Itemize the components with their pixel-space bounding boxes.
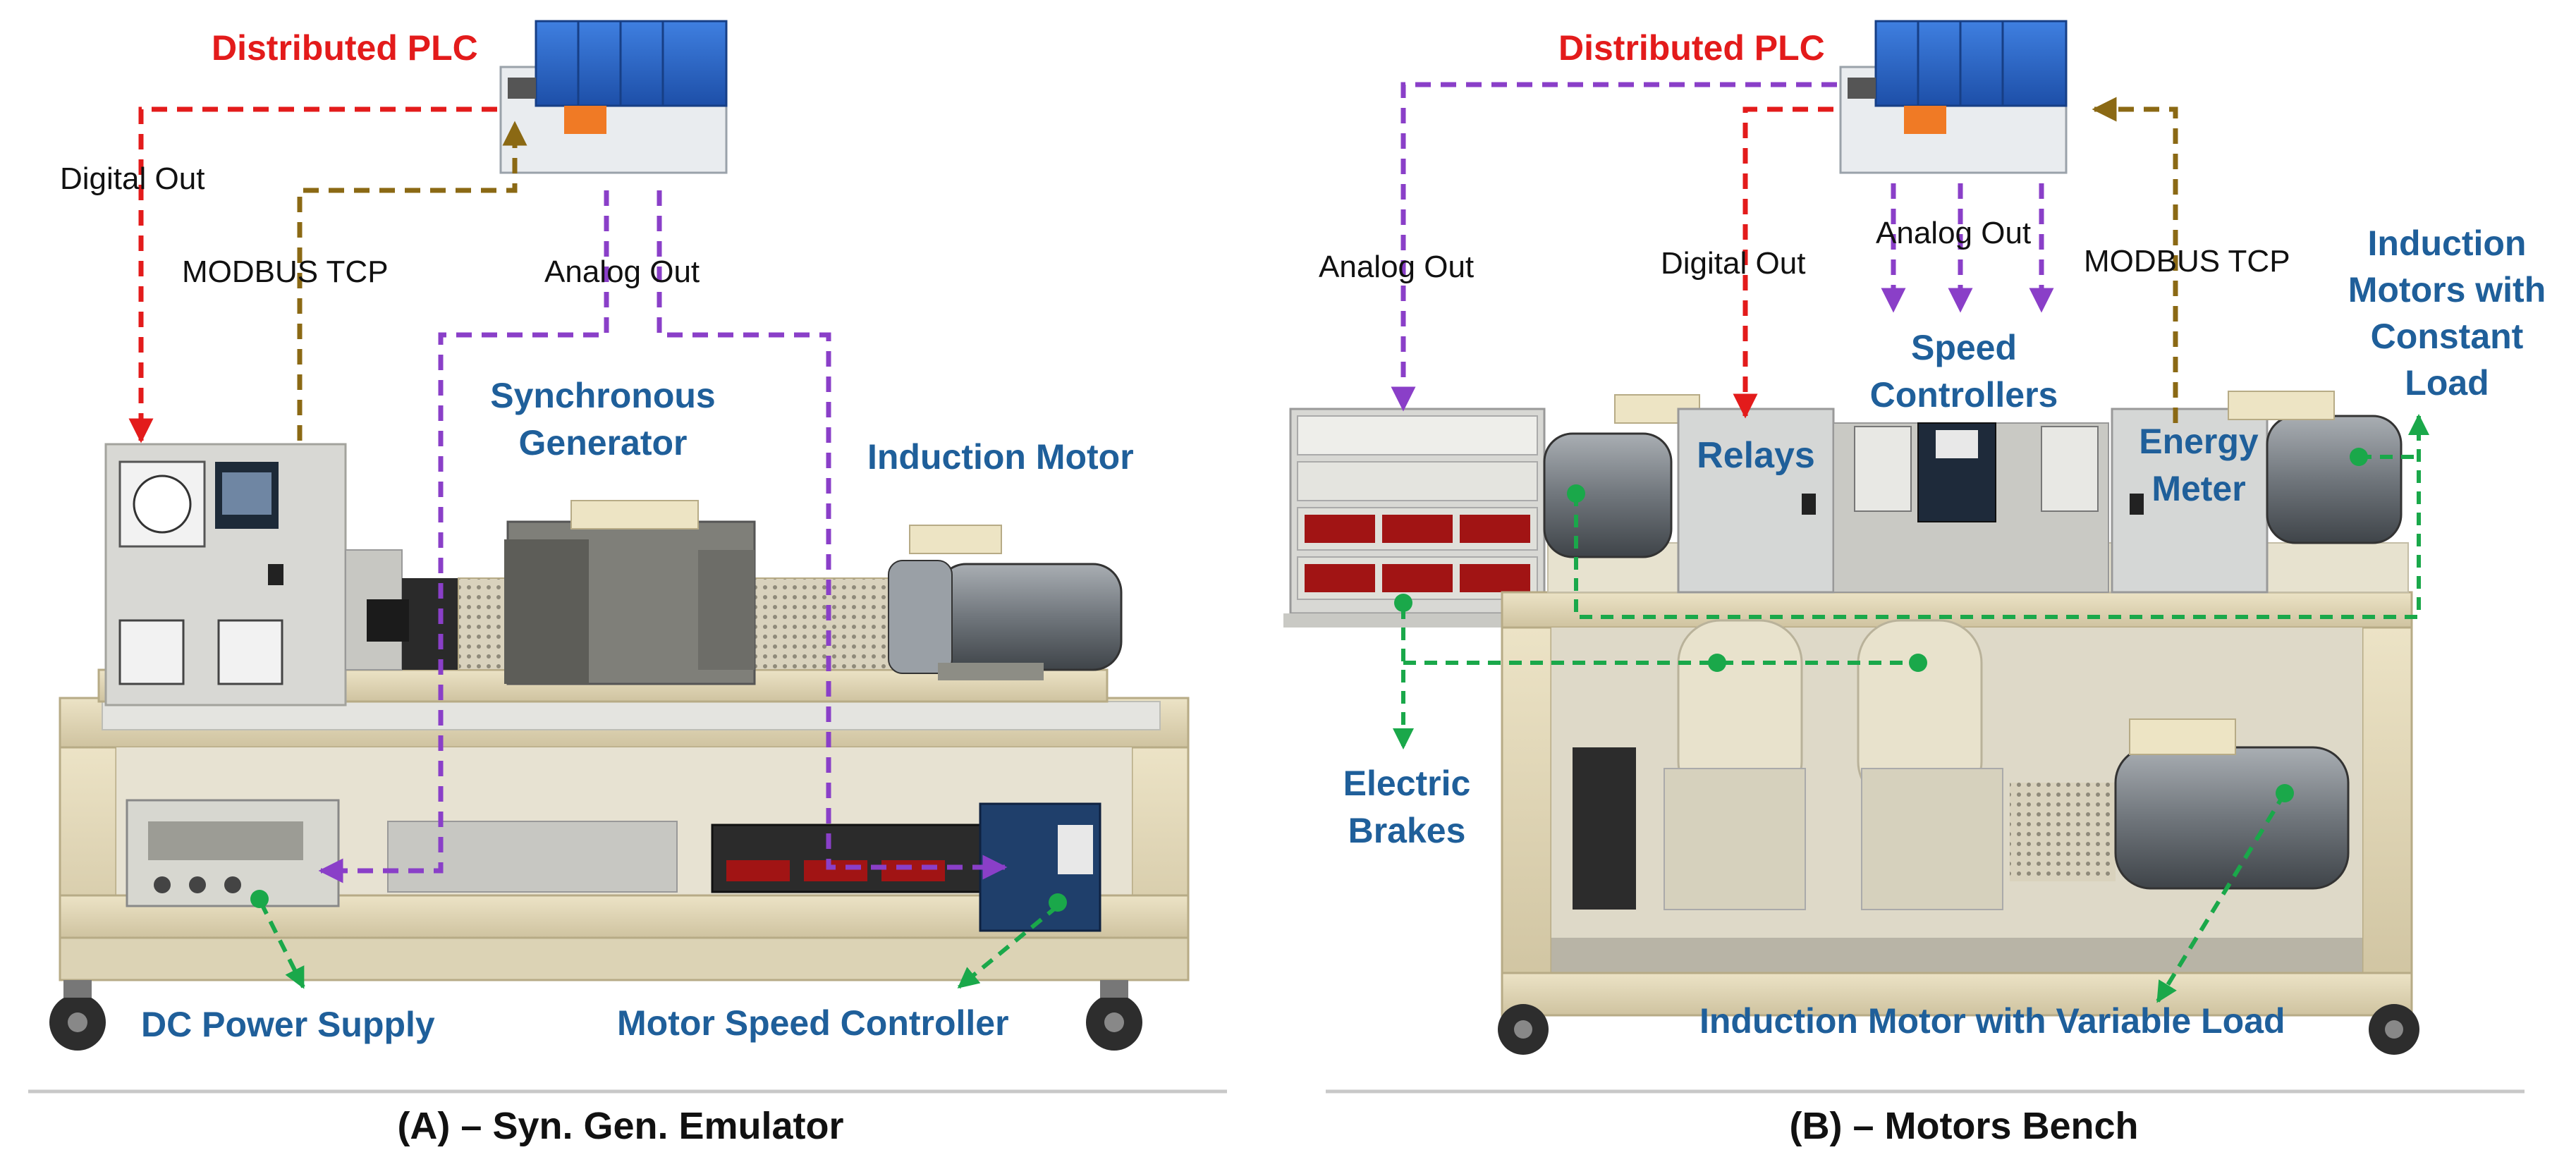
panel-b-highlights bbox=[1393, 414, 2429, 1003]
b-speed-ctrl-line-1: Speed bbox=[1911, 328, 2017, 367]
panel-b-labels: Distributed PLC Analog Out Digital Out A… bbox=[1319, 28, 2546, 1147]
b-modbus-label: MODBUS TCP bbox=[2084, 244, 2290, 279]
a-induction-motor-label: Induction Motor bbox=[867, 437, 1134, 477]
panel-b-connections bbox=[1391, 82, 2178, 423]
panel-a-labels: Distributed PLC Digital Out MODBUS TCP A… bbox=[60, 28, 1134, 1147]
b-constant-load-line-2: Motors with bbox=[2348, 270, 2546, 310]
a-speed-controller-label: Motor Speed Controller bbox=[617, 1003, 1009, 1043]
a-sync-gen-line-2: Generator bbox=[519, 423, 688, 463]
plc-b-device bbox=[1839, 20, 2068, 174]
panel-a-highlights bbox=[259, 901, 1059, 989]
a-plc-label: Distributed PLC bbox=[212, 28, 478, 68]
b-speed-ctrl-line-2: Controllers bbox=[1870, 375, 2058, 415]
a-digital-line bbox=[128, 106, 497, 443]
b-constant-load-line-1: Induction bbox=[2368, 224, 2527, 263]
b-brakes-line-2: Brakes bbox=[1348, 811, 1466, 850]
brake-1-marker-dot bbox=[1708, 654, 1726, 672]
b-relays-label: Relays bbox=[1697, 435, 1815, 476]
b-digital-line bbox=[1733, 106, 1833, 419]
dc-supply-marker-dot bbox=[250, 890, 269, 908]
b-constant-load-line-4: Load bbox=[2405, 363, 2489, 403]
b-variable-load-label: Induction Motor with Variable Load bbox=[1699, 1001, 2285, 1041]
a-digital-out-label: Digital Out bbox=[60, 161, 205, 196]
a-dc-power-label: DC Power Supply bbox=[141, 1005, 435, 1044]
b-analog-out-left-label: Analog Out bbox=[1319, 250, 1474, 284]
speed-controller-marker-dot bbox=[1049, 893, 1067, 912]
panel-a-photo bbox=[49, 443, 1190, 1051]
a-analog-line-2 bbox=[657, 190, 1008, 880]
brake-2-marker-dot bbox=[1909, 654, 1927, 672]
b-energy-meter-line-1: Energy bbox=[2139, 422, 2259, 461]
a-analog-line-1 bbox=[318, 190, 609, 883]
a-caption: (A) – Syn. Gen. Emulator bbox=[397, 1105, 843, 1147]
panel-a-connections bbox=[128, 106, 1008, 883]
b-modbus-line bbox=[2092, 97, 2178, 423]
b-constant-load-line-3: Constant bbox=[2371, 317, 2524, 356]
plc-a-device bbox=[499, 20, 728, 174]
left-motor-marker-dot bbox=[1567, 484, 1585, 503]
variable-motor-marker-dot bbox=[2276, 784, 2294, 802]
b-brakes-line-1: Electric bbox=[1343, 764, 1471, 803]
right-motor-marker-dot bbox=[2350, 448, 2368, 466]
b-digital-out-label: Digital Out bbox=[1661, 246, 1805, 281]
a-modbus-label: MODBUS TCP bbox=[182, 255, 389, 289]
panel-b-photo bbox=[1283, 391, 2419, 1055]
a-sync-gen-line-1: Synchronous bbox=[490, 376, 715, 415]
a-modbus-line bbox=[297, 121, 527, 441]
b-plc-label: Distributed PLC bbox=[1558, 28, 1825, 68]
b-analog-out-center-label: Analog Out bbox=[1876, 216, 2031, 250]
brake-rack-marker-dot bbox=[1394, 594, 1412, 612]
a-analog-out-label: Analog Out bbox=[544, 255, 700, 289]
b-analog-left-line bbox=[1391, 82, 1837, 412]
b-caption: (B) – Motors Bench bbox=[1789, 1105, 2138, 1147]
b-energy-meter-line-2: Meter bbox=[2151, 469, 2245, 508]
